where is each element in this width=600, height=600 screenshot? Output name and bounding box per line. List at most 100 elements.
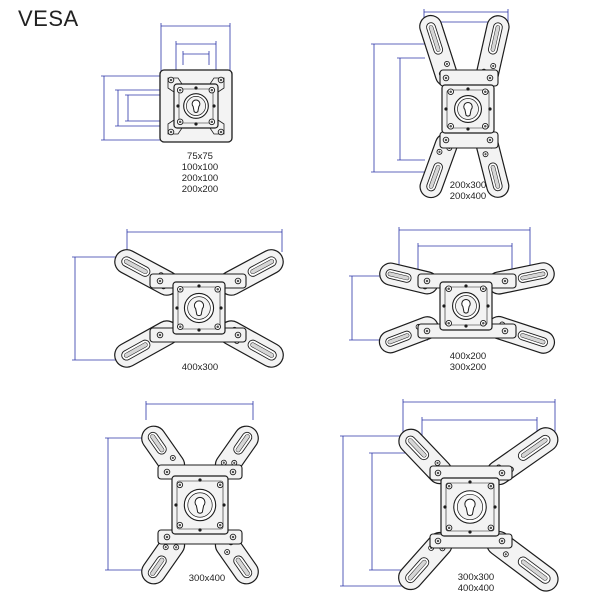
screw-hole-center [219, 130, 223, 134]
caption-narrow-x: 300x400 [167, 573, 247, 584]
screw-hole-center [500, 471, 504, 475]
keyhole-icon [193, 300, 205, 317]
arm-slot-insert [150, 434, 165, 453]
screw-hole-center [444, 76, 448, 80]
arm-slot-insert [387, 271, 410, 281]
caption-line: 400x400 [457, 583, 495, 594]
screw-hole-center [178, 120, 182, 124]
screw-hole-center [219, 78, 223, 82]
rivet [493, 505, 497, 509]
screw-hole-center [165, 535, 169, 539]
screw-hole-center [178, 483, 182, 487]
caption-line: 100x100 [181, 162, 219, 173]
mount-wide-x [72, 229, 284, 368]
arm-body [114, 249, 180, 296]
mount-arm [114, 249, 180, 296]
screw-hole-center [236, 333, 240, 337]
screw-hole-center [425, 279, 429, 283]
rivet [198, 528, 202, 532]
screw-hole-center [226, 550, 229, 554]
rivet [212, 104, 216, 108]
screw-hole-center [210, 88, 214, 92]
screw-hole-center [179, 288, 182, 291]
arm-slot-insert [428, 164, 441, 189]
screw-hole-center [178, 88, 182, 92]
arm-slot-insert [490, 25, 501, 52]
screw-hole-center [231, 535, 235, 539]
rivet [194, 86, 198, 90]
arm-slot-insert [235, 557, 250, 576]
mount-arm [214, 532, 259, 585]
screw-hole-center [447, 322, 450, 325]
rivet [486, 304, 490, 308]
screw-hole-center [236, 279, 240, 283]
screw-hole-center [436, 539, 440, 543]
screw-hole-center [425, 329, 429, 333]
screw-hole-center [447, 287, 450, 290]
screw-hole-center [436, 471, 440, 475]
rivet [197, 328, 201, 332]
screw-hole-center [158, 279, 162, 283]
screw-hole-center [503, 329, 507, 333]
screw-hole-center [482, 322, 485, 325]
arm-slot-insert [235, 434, 250, 453]
arm-slot-insert [250, 342, 275, 358]
keyhole-icon [463, 101, 473, 117]
screw-hole-center [444, 138, 448, 142]
mount-large-x [340, 399, 559, 592]
caption-line: 200x200 [181, 184, 219, 195]
rivet [197, 284, 201, 288]
plate-frame [167, 77, 225, 135]
screw-hole-center [171, 456, 174, 460]
arm-slot-insert [520, 271, 546, 281]
screw-hole-center [231, 470, 235, 474]
center-plate [441, 84, 495, 134]
arm-slot-insert [407, 559, 427, 581]
center-plate [439, 281, 493, 331]
arm-slot-insert [387, 333, 410, 345]
screw-hole-center [447, 526, 451, 530]
screw-hole-center [158, 333, 162, 337]
arm-slot-insert [250, 259, 275, 275]
rivet [444, 107, 448, 111]
screw-hole-center [218, 523, 222, 527]
center-plate [173, 83, 219, 129]
screw-hole-center [165, 470, 169, 474]
screw-hole-center [492, 64, 495, 68]
screw-hole-center [436, 461, 439, 465]
screw-hole-center [175, 546, 178, 549]
rivet [443, 505, 447, 509]
arm-body [214, 532, 259, 585]
rivet [198, 478, 202, 482]
screw-hole-center [488, 76, 492, 80]
rivet [194, 122, 198, 126]
arm-slot-insert [123, 259, 148, 275]
caption-tall: 200x300 200x400 [428, 180, 508, 202]
mount-flat-x [349, 227, 556, 354]
screw-hole-center [484, 90, 487, 93]
screw-hole-center [438, 150, 441, 153]
screw-hole-center [489, 526, 493, 530]
arm-slot-insert [520, 559, 548, 581]
screw-hole-center [218, 483, 222, 487]
keyhole-icon [191, 99, 201, 113]
caption-line: 200x400 [449, 191, 487, 202]
rivet [174, 503, 178, 507]
screw-hole-center [484, 125, 487, 128]
screw-hole-center [449, 125, 452, 128]
mount-tall [371, 9, 510, 199]
screw-hole-center [504, 553, 507, 556]
screw-hole-center [210, 120, 214, 124]
caption-large-x: 300x300 400x400 [436, 572, 516, 594]
rivet [466, 127, 470, 131]
screw-hole-center [179, 325, 182, 328]
caption-line: 75x75 [187, 151, 213, 162]
screw-hole-center [169, 130, 173, 134]
caption-line: 300x300 [457, 572, 495, 583]
screw-hole-center [447, 484, 451, 488]
keyhole-icon [461, 298, 471, 314]
arm-slot-insert [150, 557, 165, 576]
arm-slot-insert [520, 437, 548, 458]
caption-small: 75x75 100x100 200x100 200x200 [160, 151, 240, 195]
